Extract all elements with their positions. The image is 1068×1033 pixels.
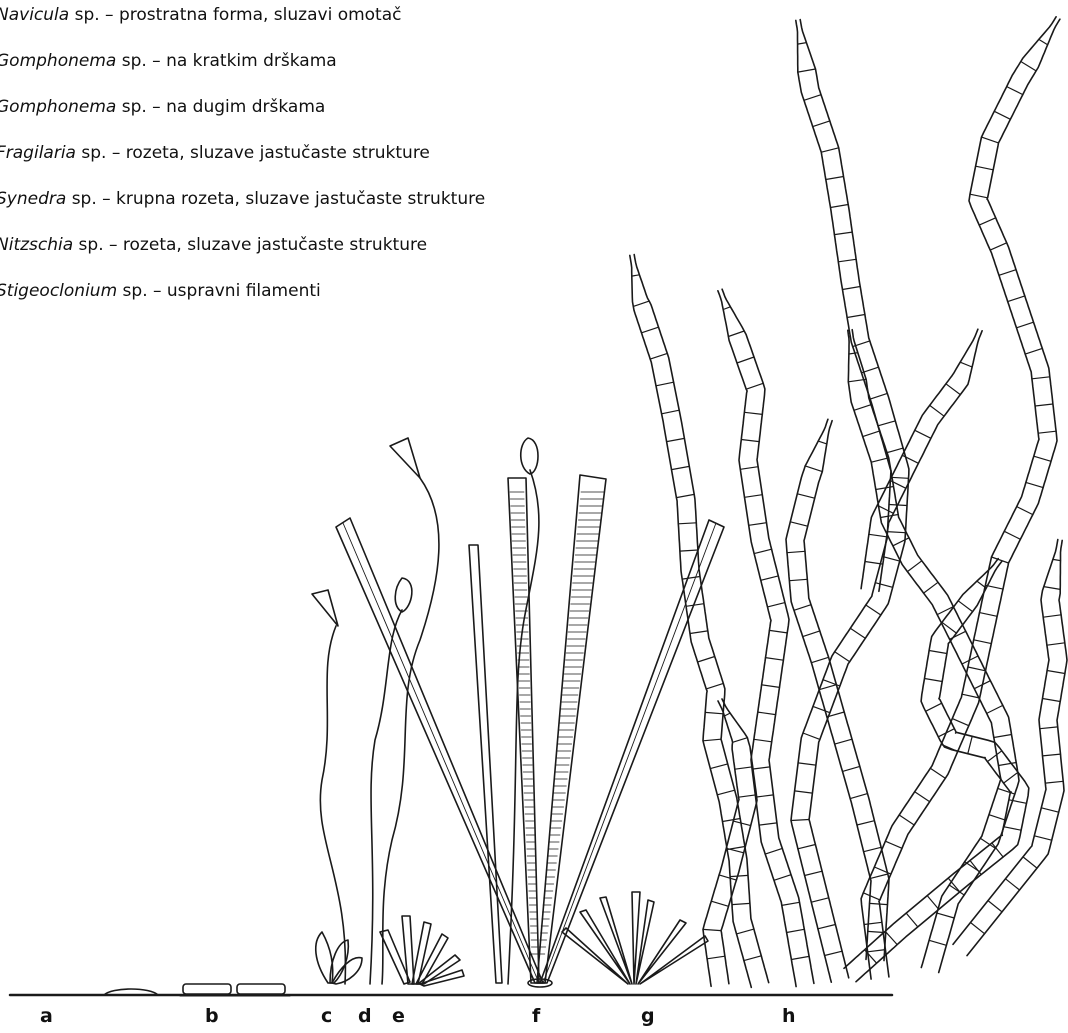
label-g: g — [641, 1005, 655, 1027]
synedra-cell — [469, 545, 502, 983]
label-f: f — [532, 1005, 540, 1027]
valve — [312, 590, 338, 626]
valve — [521, 438, 538, 474]
cell-walls — [865, 581, 1027, 963]
filament-wall — [861, 17, 1056, 979]
filament-wall — [786, 419, 871, 959]
needle-cell — [638, 920, 686, 984]
cell — [237, 984, 285, 994]
filament-wall — [718, 291, 796, 987]
label-c: c — [321, 1005, 332, 1027]
nitzschia-rosette — [562, 892, 708, 984]
needle-cell — [640, 936, 708, 984]
label-d: d — [358, 1005, 372, 1027]
stalk — [382, 478, 439, 984]
synedra-rosette — [336, 475, 724, 987]
filament-wall — [703, 701, 739, 986]
valve — [395, 578, 412, 612]
filament-wall — [848, 330, 1001, 967]
filament-wall — [800, 20, 909, 978]
stalk — [320, 626, 345, 984]
fragilaria-cell — [402, 916, 414, 984]
gomphonema-short-stalks — [316, 932, 362, 984]
filament-wall — [879, 19, 1060, 977]
filament-wall — [634, 255, 769, 983]
filament-wall — [630, 255, 752, 987]
stigeoclonium-filaments — [630, 17, 1067, 988]
synedra-inner-line — [543, 523, 716, 983]
valve — [390, 438, 420, 478]
synedra-striae — [510, 492, 538, 954]
cell-walls — [971, 559, 1065, 933]
cell-walls — [865, 362, 972, 564]
label-a: a — [40, 1005, 53, 1027]
synedra-striae — [539, 492, 604, 954]
cell — [183, 984, 231, 994]
filament-wall — [804, 421, 889, 961]
filament-wall — [879, 331, 982, 592]
synedra-cell — [508, 478, 539, 983]
label-h: h — [782, 1005, 796, 1027]
fragilaria-rosette — [380, 916, 464, 986]
cell-walls — [863, 39, 1056, 951]
cell-walls — [848, 353, 1016, 946]
label-e: e — [392, 1005, 405, 1027]
label-b: b — [205, 1005, 219, 1027]
stalk — [508, 470, 539, 984]
cell-walls — [723, 307, 809, 960]
